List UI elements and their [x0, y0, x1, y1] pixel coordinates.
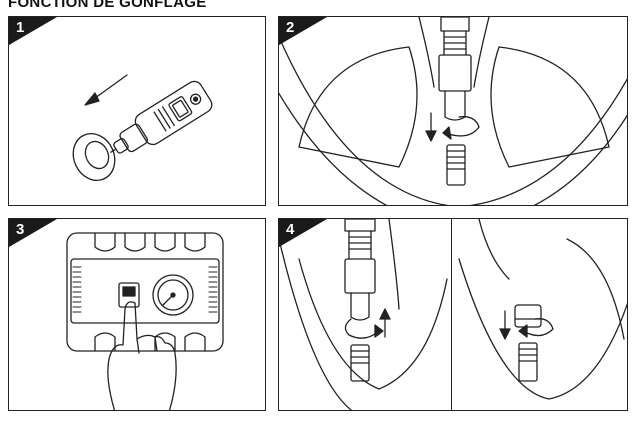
- pressure-gauge: [152, 274, 194, 316]
- valve-disconnect-illustration: [279, 219, 627, 410]
- hand: [107, 301, 177, 410]
- power-switch: [118, 282, 140, 308]
- step-4-panel: 4: [278, 218, 628, 411]
- section-heading: FONCTION DE GONFLAGE: [8, 0, 207, 11]
- step-3-panel: 3: [8, 218, 266, 411]
- step-1-panel: 1: [8, 16, 266, 206]
- compressor-illustration: [66, 232, 224, 410]
- step-2-panel: 2: [278, 16, 628, 206]
- step-number: 1: [16, 19, 25, 36]
- step-number: 3: [16, 221, 25, 238]
- step-number: 4: [286, 221, 295, 238]
- socket-ring: [72, 133, 116, 181]
- panel-divider: [451, 219, 453, 410]
- step-number: 2: [286, 19, 295, 36]
- arrow-head: [84, 92, 100, 106]
- tire-valve-illustration: [279, 17, 627, 205]
- cigarette-plug: [110, 80, 213, 154]
- car-plug-illustration: [72, 74, 213, 181]
